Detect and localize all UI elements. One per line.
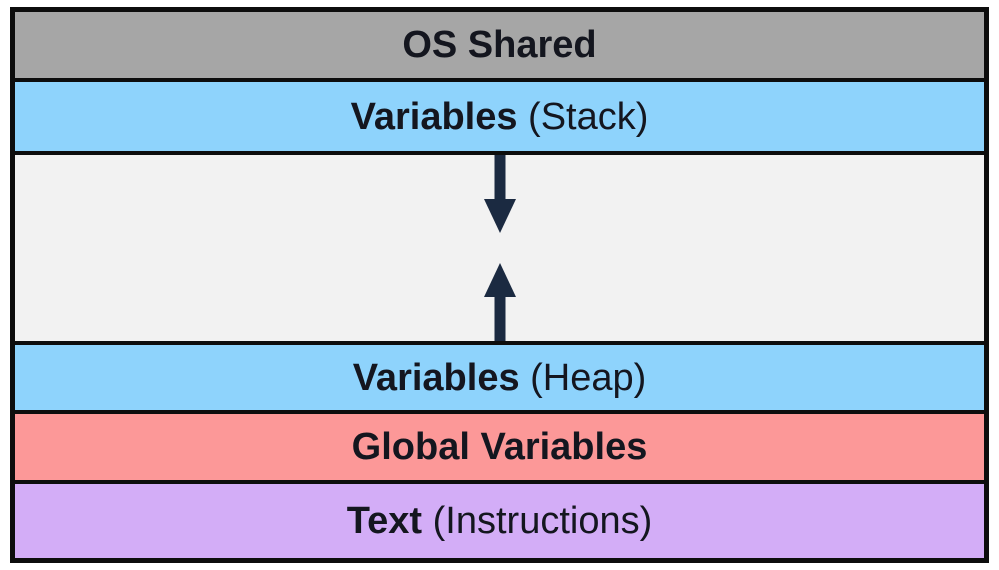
band-variables-heap: Variables (Heap) (15, 341, 984, 410)
band-global-variables: Global Variables (15, 410, 984, 480)
stack-label: Variables (350, 95, 518, 138)
heap-label-suffix: (Heap) (519, 356, 647, 399)
memory-layout-diagram: OS Shared Variables (Stack) Variables (H… (10, 7, 989, 563)
heap-growth-up-arrow (483, 263, 516, 341)
band-variables-stack: Variables (Stack) (15, 78, 984, 151)
growth-arrows (483, 155, 516, 341)
stack-growth-down-arrow (483, 155, 516, 233)
stack-label-suffix: (Stack) (517, 95, 649, 138)
text-segment-label: Text (346, 500, 423, 542)
os-shared-label: OS Shared (402, 24, 597, 66)
global-variables-label: Global Variables (351, 426, 648, 468)
band-growth-region (15, 151, 984, 341)
band-text-instructions: Text (Instructions) (15, 480, 984, 558)
heap-label: Variables (352, 356, 520, 399)
text-segment-label-suffix: (Instructions) (422, 500, 653, 542)
band-os-shared: OS Shared (15, 12, 984, 78)
